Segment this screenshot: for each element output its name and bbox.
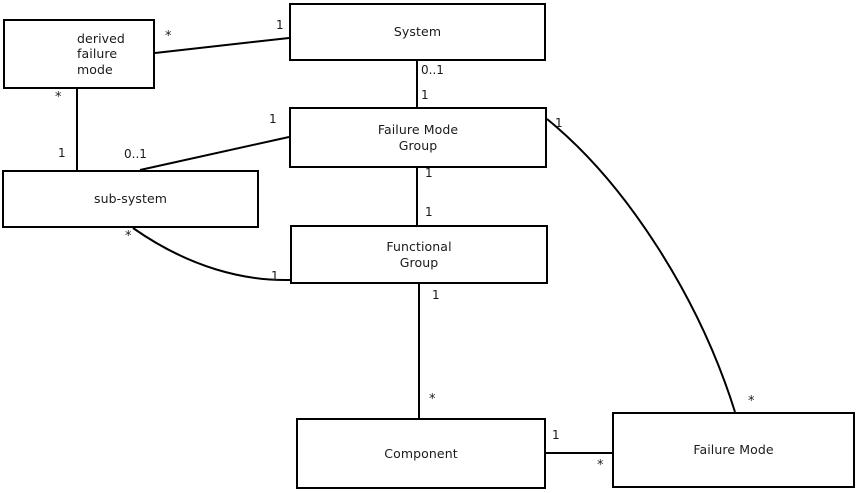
multiplicity-functional-group-to-sub-system: 1 xyxy=(271,269,279,283)
class-box-functional-group[interactable]: Functional Group xyxy=(290,225,548,284)
multiplicity-derived-failure-mode-to-system: * xyxy=(165,29,172,44)
class-box-component[interactable]: Component xyxy=(296,418,546,489)
multiplicity-failure-mode-group-to-sub-system: 1 xyxy=(269,112,277,126)
multiplicity-failure-mode-group-to-functional-group-lower: 1 xyxy=(425,205,433,219)
class-label-derived-failure-mode: derived failure mode xyxy=(77,30,125,77)
multiplicity-failure-mode-to-failure-mode-group: * xyxy=(748,394,755,409)
class-label-failure-mode: Failure Mode xyxy=(693,442,774,458)
class-box-system[interactable]: System xyxy=(289,3,546,61)
multiplicity-system-to-derived-failure-mode: 1 xyxy=(276,18,284,32)
multiplicity-functional-group-to-component-lower: * xyxy=(429,392,436,407)
class-box-failure-mode-group[interactable]: Failure Mode Group xyxy=(289,107,547,168)
connector-derived-failure-mode-to-system xyxy=(154,37,290,54)
multiplicity-failure-mode-group-to-functional-group-upper: 1 xyxy=(425,166,433,180)
class-label-component: Component xyxy=(384,445,458,461)
multiplicity-failure-mode-to-component: * xyxy=(597,458,604,473)
class-label-failure-mode-group: Failure Mode Group xyxy=(377,122,459,153)
connector-sub-system-to-failure-mode-group xyxy=(139,136,290,171)
class-box-sub-system[interactable]: sub-system xyxy=(2,170,259,228)
class-label-system: System xyxy=(393,24,442,40)
multiplicity-functional-group-to-component-upper: 1 xyxy=(432,288,440,302)
multiplicity-system-to-failure-mode-group-lower: 1 xyxy=(421,88,429,102)
multiplicity-sub-system-to-failure-mode-group: 0..1 xyxy=(124,147,147,161)
connector-failure-mode-group-to-failure-mode xyxy=(546,118,736,413)
multiplicity-system-to-failure-mode-group-upper: 0..1 xyxy=(421,63,444,77)
multiplicity-failure-mode-group-to-failure-mode: 1 xyxy=(555,116,563,130)
class-label-sub-system: sub-system xyxy=(93,191,168,207)
multiplicity-sub-system-to-functional-group: * xyxy=(125,229,132,244)
multiplicity-derived-failure-mode-to-sub-system-lower: 1 xyxy=(58,146,66,160)
class-label-functional-group: Functional Group xyxy=(386,239,452,270)
multiplicity-derived-failure-mode-to-sub-system-upper: * xyxy=(55,90,62,105)
class-box-failure-mode[interactable]: Failure Mode xyxy=(612,412,855,488)
connector-sub-system-to-functional-group xyxy=(132,227,291,282)
class-box-derived-failure-mode[interactable]: derived failure mode xyxy=(3,19,155,89)
multiplicity-component-to-failure-mode: 1 xyxy=(552,428,560,442)
